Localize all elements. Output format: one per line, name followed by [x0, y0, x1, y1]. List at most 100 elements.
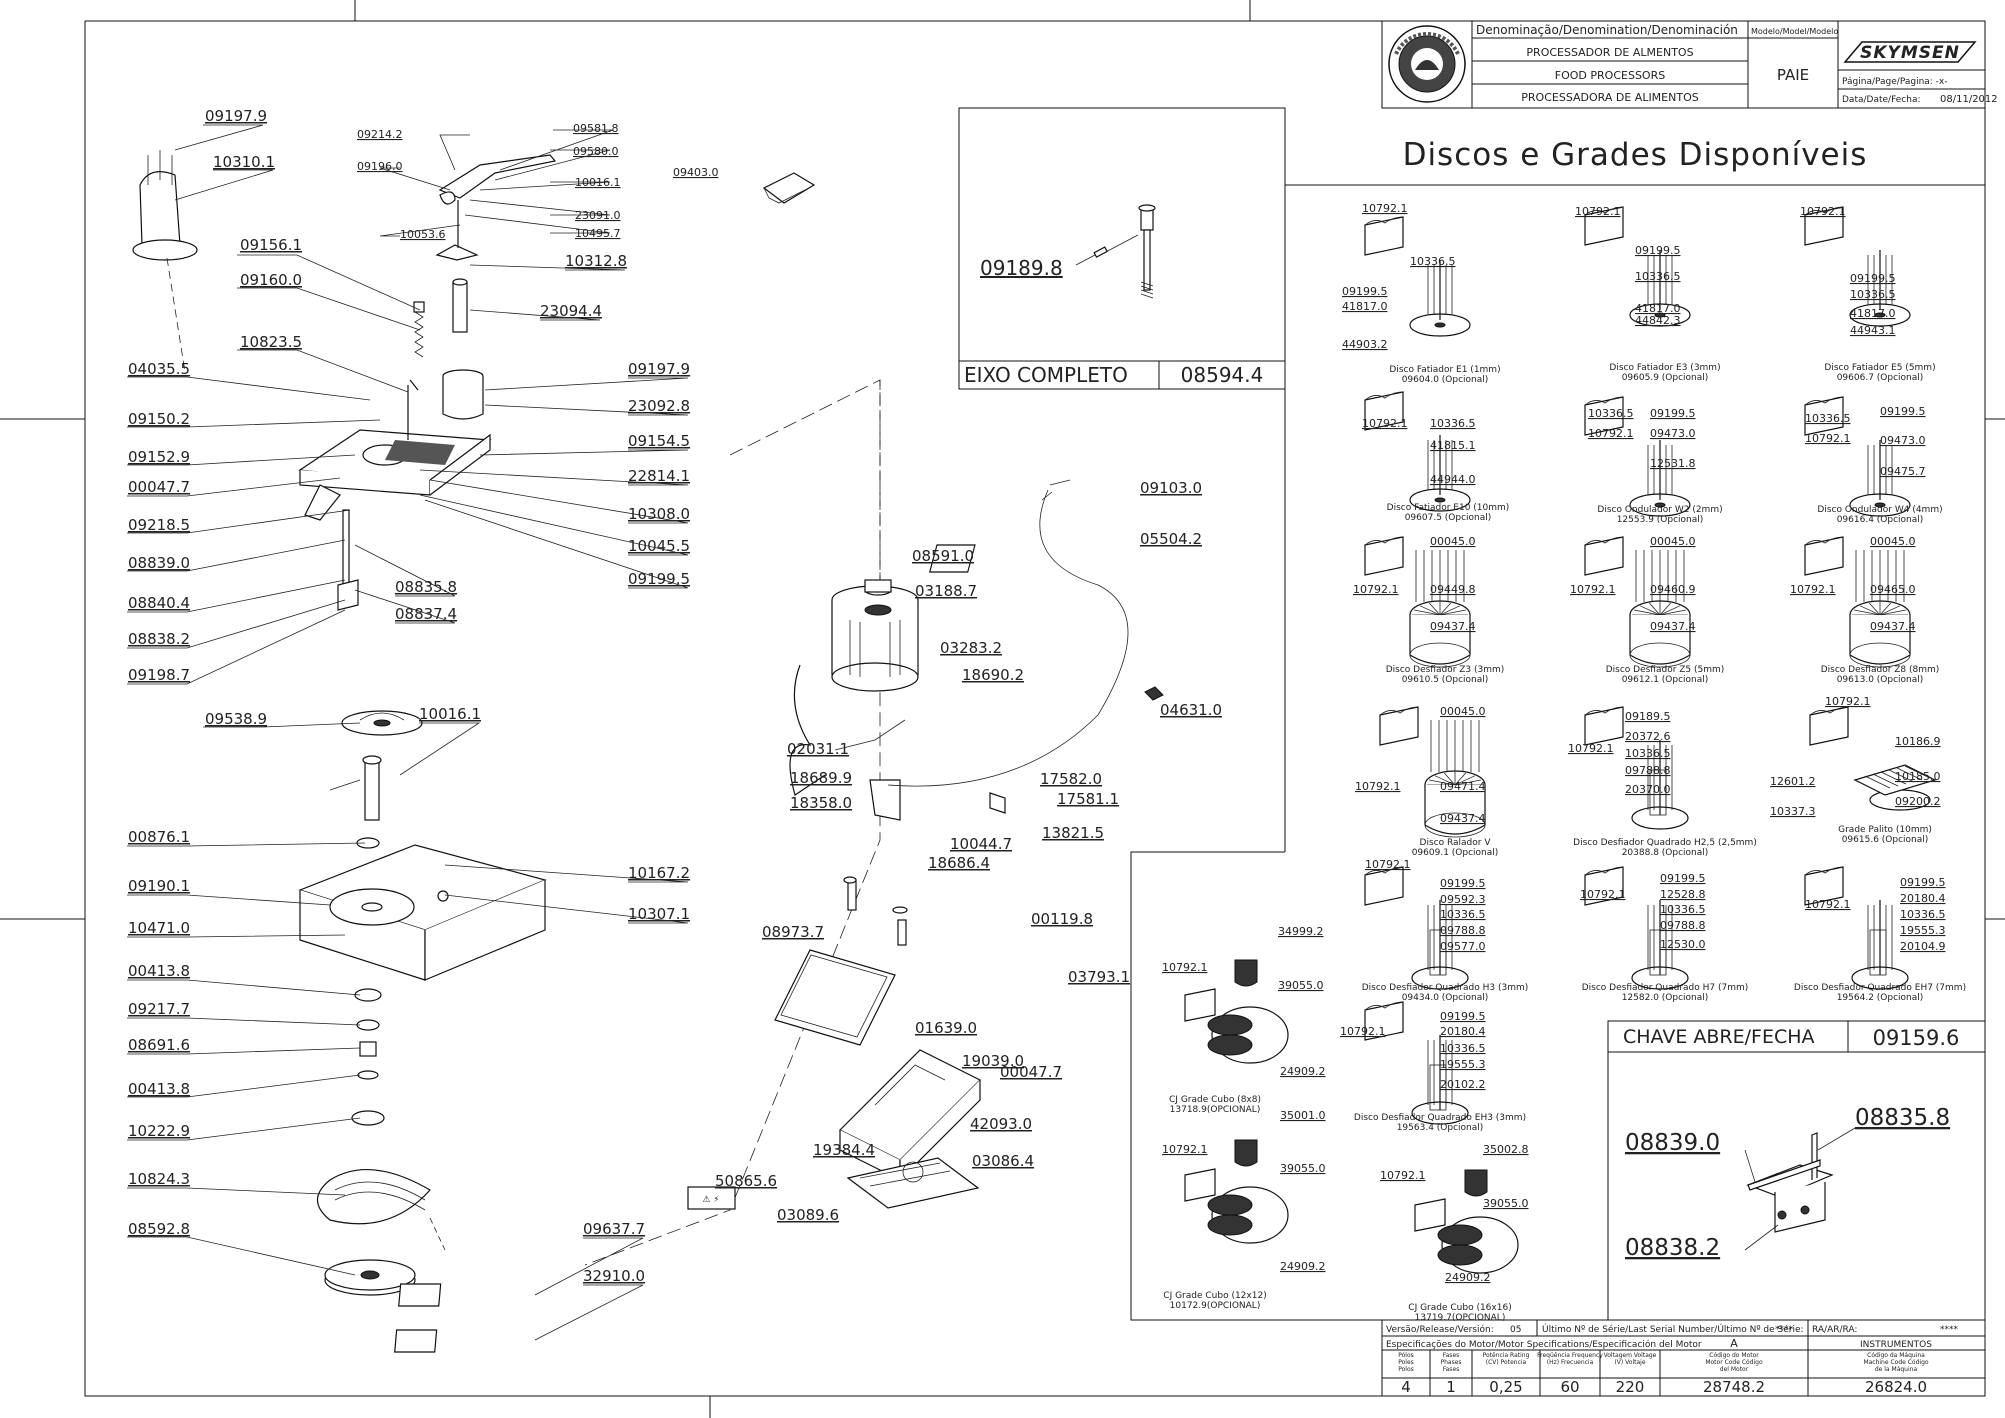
- spec-value: 0,25: [1489, 1378, 1522, 1396]
- disc-part-label: 20180.4: [1440, 1025, 1486, 1038]
- ra-label: RA/AR/RA:: [1812, 1325, 1857, 1335]
- disc-part-label: 39055.0: [1278, 979, 1324, 992]
- disc-assembly: [1379, 706, 1486, 838]
- disc-part-label: 10792.1: [1575, 205, 1621, 218]
- disc-assembly: [1584, 706, 1689, 830]
- disc-part-label: 10336.5: [1410, 255, 1456, 268]
- part-number-label: 00047.7: [128, 478, 190, 496]
- part-number-label: 23092.8: [628, 397, 690, 415]
- part-number-label: 09581.8: [573, 122, 619, 135]
- chave-code: 09159.6: [1873, 1026, 1960, 1050]
- disc-assembly: [1364, 536, 1471, 668]
- chave-part-label: 08839.0: [1625, 1130, 1720, 1156]
- part-number-label: 22814.1: [628, 467, 690, 485]
- disc-part-label: 12528.8: [1660, 888, 1706, 901]
- part-number-label: 18358.0: [790, 794, 852, 812]
- leader-lines: [127, 124, 689, 1341]
- disc-part-label: 09199.5: [1850, 272, 1896, 285]
- date-label: Data/Date/Fecha:: [1842, 95, 1921, 105]
- disc-part-label: 35002.8: [1483, 1143, 1529, 1156]
- disc-part-label: 09437.4: [1650, 620, 1696, 633]
- disc-assembly: [1364, 216, 1471, 337]
- disc-name: CJ Grade Cubo (8x8): [1169, 1095, 1261, 1105]
- disc-assembly: [1584, 536, 1691, 668]
- disc-name: Disco Desfiador Quadrado EH3 (3mm): [1354, 1113, 1526, 1123]
- disc-part-label: 10792.1: [1568, 742, 1614, 755]
- part-number-label: 01639.0: [915, 1019, 977, 1037]
- disc-part-label: 09449.8: [1430, 583, 1476, 596]
- disc-part-label: 34999.2: [1278, 925, 1324, 938]
- disc-assembly: [1809, 706, 1937, 811]
- disc-code: 09606.7 (Opcional): [1837, 373, 1924, 383]
- disc-assembly: [1414, 1169, 1519, 1274]
- svg-text:⚠ ⚡: ⚠ ⚡: [702, 1195, 719, 1205]
- disc-part-label: 12601.2: [1770, 775, 1816, 788]
- serial-label: Último Nº de Série/Last Serial Number/Úl…: [1542, 1323, 1804, 1335]
- part-number-label: 00047.7: [1000, 1063, 1062, 1081]
- part-number-label: 09198.7: [128, 666, 190, 684]
- disc-part-label: 09460.9: [1650, 583, 1696, 596]
- disc-name: Disco Desfiador Quadrado H2,5 (2,5mm): [1573, 838, 1757, 848]
- part-number-label: 09199.5: [628, 570, 690, 588]
- disc-code: 09605.9 (Opcional): [1622, 373, 1709, 383]
- disc-part-label: 39055.0: [1483, 1197, 1529, 1210]
- leader-line: [1817, 1127, 1856, 1151]
- disc-part-label: 00045.0: [1440, 705, 1486, 718]
- disc-assembly: [1804, 536, 1911, 668]
- disc-part-label: 09592.3: [1440, 893, 1486, 906]
- disc-code: 09434.0 (Opcional): [1402, 993, 1489, 1003]
- part-number-label: 00876.1: [128, 828, 190, 846]
- part-number-label: 00413.8: [128, 962, 190, 980]
- disc-code: 19564.2 (Opcional): [1837, 993, 1924, 1003]
- part-number-label: 10045.5: [628, 537, 690, 555]
- part-number-label: 19384.4: [813, 1141, 875, 1159]
- eixo-completo-box: EIXO COMPLETO 08594.4 09189.8: [958, 107, 1286, 390]
- disc-part-label: 09199.5: [1900, 876, 1946, 889]
- title-block: Denominação/Denomination/Denominación Mo…: [1381, 20, 1998, 109]
- part-number-label: 10495.7: [575, 227, 621, 240]
- disc-part-label: 10336.5: [1588, 407, 1634, 420]
- disc-part-label: 09465.0: [1870, 583, 1916, 596]
- disc-part-label: 09200.2: [1895, 795, 1941, 808]
- disc-code: 13719.7(OPCIONAL): [1415, 1313, 1506, 1323]
- part-number-label: 32910.0: [583, 1267, 645, 1285]
- model-header: Modelo/Model/Modelo: [1751, 27, 1838, 36]
- disc-part-label: 35001.0: [1280, 1109, 1326, 1122]
- part-number-label: 13821.5: [1042, 824, 1104, 842]
- part-number-label: 10312.8: [565, 252, 627, 270]
- disc-part-label: 09437.4: [1440, 812, 1486, 825]
- part-number-label: 08838.2: [128, 630, 190, 648]
- disc-part-label: 24909.2: [1445, 1271, 1491, 1284]
- disc-code: 09610.5 (Opcional): [1402, 675, 1489, 685]
- disc-part-label: 10792.1: [1162, 961, 1208, 974]
- disc-part-label: 09788.8: [1440, 924, 1486, 937]
- part-number-label: 09156.1: [240, 236, 302, 254]
- part-number-label: 09190.1: [128, 877, 190, 895]
- disc-part-label: 10792.1: [1362, 202, 1408, 215]
- part-number-label: 23094.4: [540, 302, 602, 320]
- disc-section-title: Discos e Grades Disponíveis: [1403, 137, 1868, 173]
- disc-part-label: 09788.8: [1660, 919, 1706, 932]
- part-number-label: 08835.8: [395, 578, 457, 596]
- disc-part-label: 00045.0: [1650, 535, 1696, 548]
- part-number-label: 00413.8: [128, 1080, 190, 1098]
- part-number-label: 09103.0: [1140, 479, 1202, 497]
- disc-part-label: 10185.0: [1895, 770, 1941, 783]
- disc-part-label: 09788.8: [1625, 764, 1671, 777]
- disc-part-label: 10336.5: [1900, 908, 1946, 921]
- disc-name: CJ Grade Cubo (16x16): [1408, 1303, 1511, 1313]
- part-number-label: 50865.6: [715, 1172, 777, 1190]
- disc-part-labels: Disco Fatiador E1 (1mm)09604.0 (Opcional…: [1162, 202, 1966, 1323]
- disc-name: Disco Desfiador Quadrado EH7 (7mm): [1794, 983, 1966, 993]
- product-name-pt: PROCESSADOR DE ALMENTOS: [1526, 46, 1693, 59]
- part-number-label: 10824.3: [128, 1170, 190, 1188]
- chave-part-label: 08838.2: [1625, 1235, 1720, 1261]
- eixo-completo-code: 08594.4: [1181, 363, 1264, 387]
- disc-part-label: 44943.1: [1850, 324, 1896, 337]
- disc-name: Disco Fatiador E10 (10mm): [1387, 503, 1510, 513]
- part-number-label: 09152.9: [128, 448, 190, 466]
- disc-code: 09609.1 (Opcional): [1412, 848, 1499, 858]
